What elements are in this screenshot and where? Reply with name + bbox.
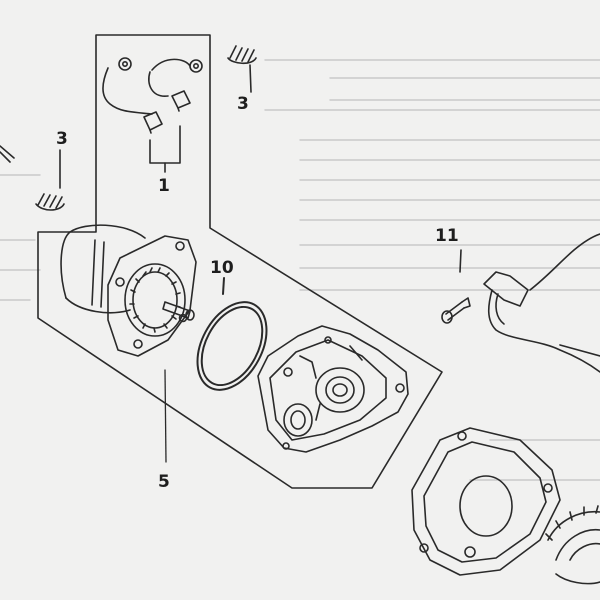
callout-part-11: 11 [435,226,459,246]
assembly-boundary-outline [37,34,443,489]
bolt [441,249,471,324]
brush-set [102,57,203,173]
callout-part-1: 1 [158,176,170,196]
o-ring [196,277,268,391]
connector-cable [483,233,600,373]
background-parts-table [0,59,600,481]
gasket-plate [411,427,561,576]
callout-part-10: 10 [210,258,234,278]
spring-left [0,145,65,211]
spring-top [227,45,257,93]
gear-cover [257,325,409,453]
gear-edge [545,505,600,585]
callout-part-3-top: 3 [237,94,249,114]
callout-part-5: 5 [158,472,170,492]
starter-motor [60,224,197,357]
callout-part-3-left: 3 [56,129,68,149]
leader-lines [164,369,167,463]
